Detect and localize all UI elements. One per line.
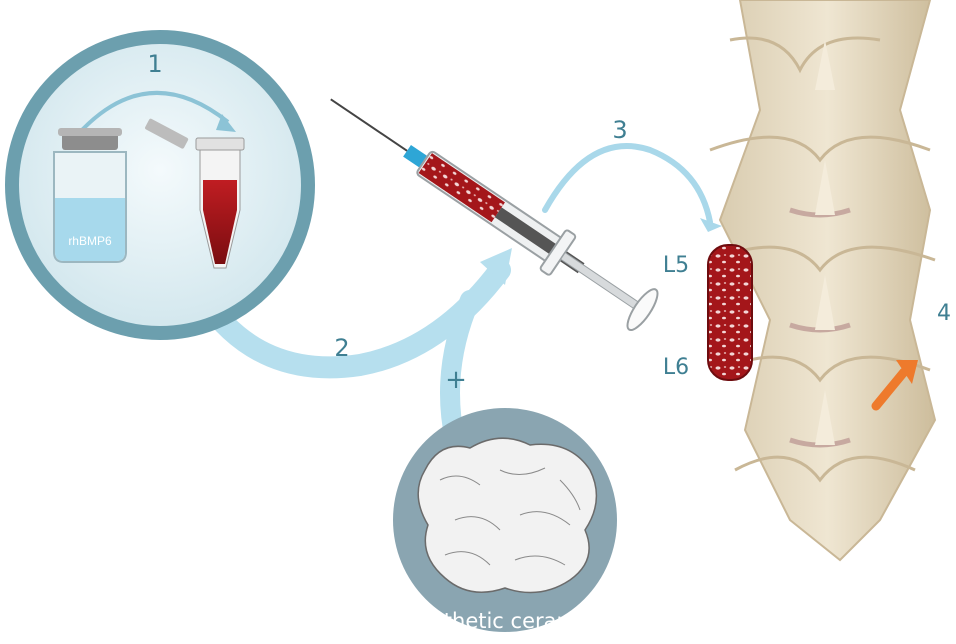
vial-label: rhBMP6 xyxy=(68,234,112,248)
ceramics-label: Synthetic ceramics xyxy=(405,609,606,633)
graft-implant xyxy=(708,245,752,380)
preparation-circle: rhBMP6 1 xyxy=(12,37,308,333)
step-3-label: 3 xyxy=(612,116,627,144)
plus-label: + xyxy=(445,365,467,395)
arrow-3-path xyxy=(545,146,710,222)
vial-icon: rhBMP6 xyxy=(54,128,126,262)
step-2-label: 2 xyxy=(334,334,349,362)
l6-label: L6 xyxy=(663,355,689,380)
step-4-label: 4 xyxy=(937,301,951,326)
step-1-label: 1 xyxy=(147,50,162,78)
ceramics-circle: Synthetic ceramics xyxy=(393,408,617,633)
l5-label: L5 xyxy=(663,253,689,278)
ceramic-granule xyxy=(418,438,596,592)
